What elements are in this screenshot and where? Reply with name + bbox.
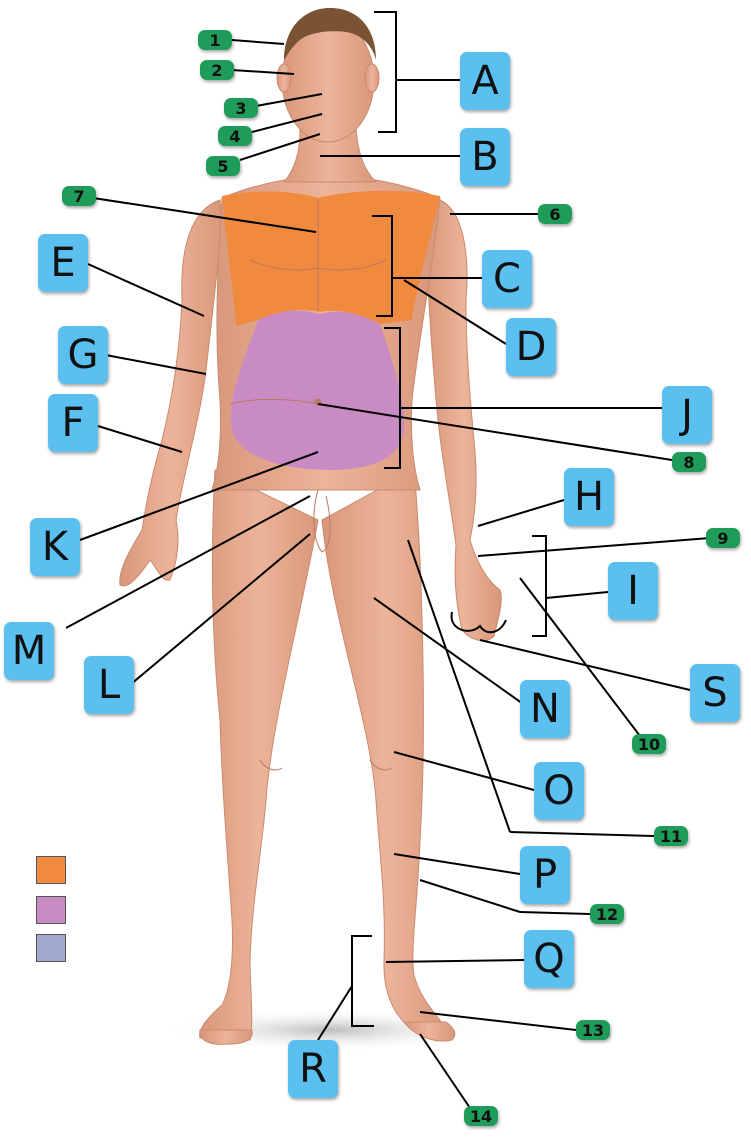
label-1: 1 bbox=[198, 30, 232, 50]
right-foot bbox=[199, 1029, 253, 1045]
label-b: B bbox=[460, 128, 510, 186]
left-foot bbox=[403, 1021, 456, 1042]
right-ear bbox=[276, 63, 292, 93]
thorax-swatch bbox=[36, 856, 66, 884]
right-arm bbox=[119, 199, 223, 587]
label-j: J bbox=[662, 386, 712, 444]
label-p: P bbox=[520, 846, 570, 904]
leader-lines bbox=[65, 39, 711, 1109]
label-14: 14 bbox=[464, 1106, 498, 1126]
label-8: 8 bbox=[672, 452, 706, 472]
label-c: C bbox=[482, 250, 532, 308]
label-11: 11 bbox=[654, 826, 688, 846]
label-q: Q bbox=[524, 930, 574, 988]
label-n: N bbox=[520, 680, 570, 738]
left-leg bbox=[321, 469, 451, 1038]
label-h: H bbox=[564, 468, 614, 526]
bracket-lines bbox=[317, 11, 662, 1041]
label-o: O bbox=[534, 762, 584, 820]
label-s: S bbox=[690, 664, 740, 722]
left-ear bbox=[364, 63, 380, 93]
abdomen-region bbox=[230, 310, 405, 470]
label-g: G bbox=[58, 326, 108, 384]
label-l: L bbox=[84, 656, 134, 714]
label-m: M bbox=[4, 622, 54, 680]
label-6: 6 bbox=[538, 204, 572, 224]
hair bbox=[284, 8, 376, 60]
label-i: I bbox=[608, 562, 658, 620]
abdomen-swatch bbox=[36, 896, 66, 924]
label-9: 9 bbox=[706, 528, 740, 548]
label-13: 13 bbox=[576, 1020, 610, 1040]
thorax-region bbox=[222, 190, 440, 326]
label-2: 2 bbox=[200, 60, 234, 80]
label-3: 3 bbox=[224, 98, 258, 118]
label-10: 10 bbox=[632, 734, 666, 754]
label-e: E bbox=[38, 234, 88, 292]
right-leg bbox=[199, 469, 319, 1041]
label-d: D bbox=[506, 318, 556, 376]
label-4: 4 bbox=[218, 126, 252, 146]
label-12: 12 bbox=[590, 904, 624, 924]
body-silhouette bbox=[119, 17, 502, 1045]
label-k: K bbox=[30, 518, 80, 576]
pelvis-swatch bbox=[36, 934, 66, 962]
label-a: A bbox=[460, 52, 510, 110]
label-5: 5 bbox=[206, 156, 240, 176]
label-7: 7 bbox=[62, 186, 96, 206]
left-arm bbox=[425, 199, 502, 642]
label-r: R bbox=[288, 1040, 338, 1098]
label-f: F bbox=[48, 394, 98, 452]
finger-bracket bbox=[450, 611, 507, 634]
